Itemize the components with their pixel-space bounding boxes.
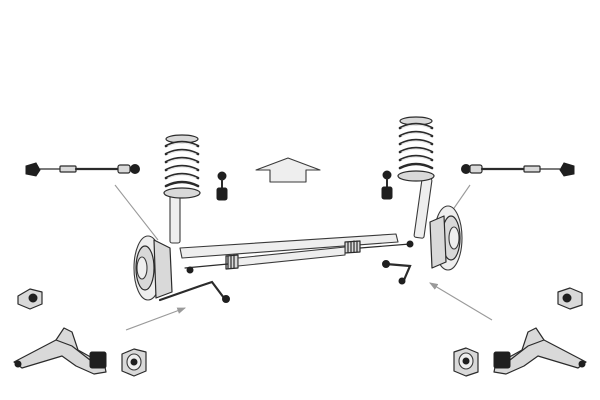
pointer-line-left-upper xyxy=(114,184,159,241)
coil-spring-strut-right xyxy=(397,116,435,239)
control-arm-bushing-right-lower xyxy=(453,347,479,377)
wheel-hub-brake-disc-right xyxy=(429,205,463,271)
pointer-line-right-lower xyxy=(429,282,493,321)
wheel-hub-brake-disc-left xyxy=(133,235,173,301)
lower-link-left xyxy=(158,266,230,303)
lower-link-right xyxy=(382,240,414,285)
control-arm-bushing-left-upper xyxy=(17,288,43,310)
tie-rod-end-right xyxy=(461,162,575,177)
control-arm-bushing-right-upper xyxy=(557,287,583,310)
control-arm-left xyxy=(13,327,107,375)
coil-spring-strut-left xyxy=(163,134,201,244)
stabilizer-link-left xyxy=(216,171,228,201)
stabilizer-link-right xyxy=(381,170,393,200)
steering-rack xyxy=(179,233,411,270)
tie-rod-end-left xyxy=(25,162,140,177)
pointer-line-left-lower xyxy=(125,307,187,331)
control-arm-bushing-left-lower xyxy=(121,348,147,377)
forward-direction-arrow xyxy=(255,157,321,183)
control-arm-right xyxy=(493,327,587,375)
